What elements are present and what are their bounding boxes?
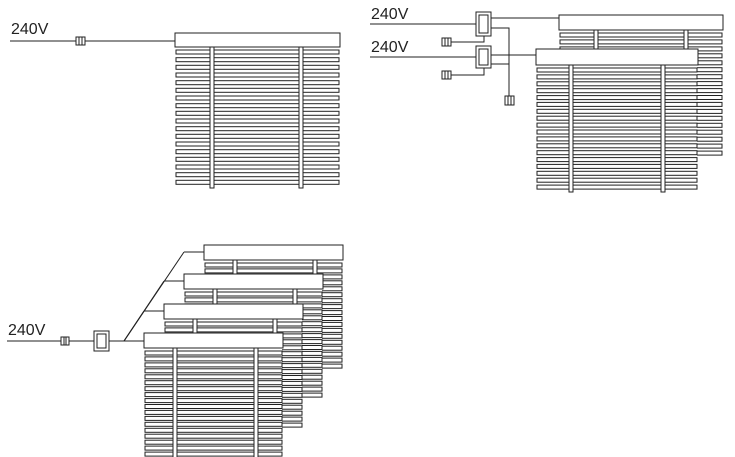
blind-slat	[536, 95, 698, 101]
switch-icon	[504, 95, 515, 106]
blind-slat	[536, 129, 698, 135]
blind-slat	[559, 32, 723, 38]
blind-slat	[175, 126, 340, 132]
blind-slat	[144, 350, 283, 356]
head-rail	[163, 303, 304, 320]
head-rail	[183, 273, 324, 290]
blind-slat	[164, 327, 303, 333]
blind-slat	[536, 108, 698, 114]
blind-slat	[144, 392, 283, 398]
blind-slat	[175, 118, 340, 124]
blind-slat	[144, 427, 283, 433]
voltage-label-bottom: 240V	[371, 39, 409, 56]
blind-slat	[536, 163, 698, 169]
blind-slat	[536, 81, 698, 87]
blind-slat	[144, 398, 283, 404]
switch-icon	[60, 336, 70, 346]
blind-slat	[144, 433, 283, 439]
blind-slat	[144, 380, 283, 386]
ladder-tape	[568, 64, 574, 193]
venetian-blind-1	[143, 332, 284, 457]
blind-slat	[175, 49, 340, 55]
blind-slat	[536, 170, 698, 176]
blind-slat	[175, 172, 340, 178]
blind-slat	[144, 415, 283, 421]
blind-slat	[536, 67, 698, 73]
ladder-tape	[298, 46, 304, 189]
blind-slat	[175, 80, 340, 86]
quad-blind-diagram: 240V	[7, 244, 344, 457]
head-rail	[203, 244, 344, 261]
ladder-tape	[253, 347, 259, 457]
head-rail	[143, 332, 284, 349]
single-blind-diagram: 240V	[10, 21, 341, 189]
switch-icon	[75, 36, 86, 46]
blind-slat	[144, 439, 283, 445]
blind-slat	[536, 184, 698, 190]
blind-slat	[536, 88, 698, 94]
blind-slat	[175, 133, 340, 139]
voltage-label: 240V	[8, 322, 46, 339]
blind-slat	[144, 404, 283, 409]
controller-icon	[93, 330, 110, 352]
blind-slat	[175, 179, 340, 185]
ladder-tape	[209, 46, 215, 189]
blind-slat	[536, 136, 698, 142]
blind-slat	[144, 421, 283, 427]
blind-slat	[175, 110, 340, 116]
blind-slat	[175, 57, 340, 63]
head-rail	[174, 32, 341, 48]
blind-slat	[144, 374, 283, 380]
dual-blind-diagram: 240V 240V	[370, 6, 724, 193]
voltage-label-top: 240V	[371, 6, 409, 23]
blind-slat	[184, 291, 323, 297]
switch-icon	[441, 70, 452, 80]
controller-icon-top	[475, 11, 492, 37]
blind-slat	[144, 445, 283, 451]
blind-slat	[175, 141, 340, 147]
blind-slat	[144, 451, 283, 457]
blind-slat	[144, 362, 283, 368]
blind-slat	[204, 268, 343, 274]
blind-slat	[536, 101, 698, 107]
head-rail	[535, 48, 699, 66]
voltage-label: 240V	[11, 21, 49, 38]
blind-slat	[536, 122, 698, 128]
blind-slat	[175, 164, 340, 170]
venetian-blind	[174, 32, 341, 189]
blind-slat	[144, 356, 283, 362]
blind-slat	[175, 72, 340, 78]
blind-slat	[536, 150, 698, 156]
blind-slat	[204, 262, 343, 268]
blind-slat	[175, 149, 340, 155]
blind-slat	[175, 103, 340, 109]
blind-slat	[536, 177, 698, 183]
blind-slat	[175, 156, 340, 162]
blind-slat	[144, 386, 283, 392]
blind-slat	[175, 64, 340, 70]
switch-icon	[441, 37, 452, 47]
blind-slat	[536, 157, 698, 163]
blind-slat	[536, 143, 698, 149]
blind-slat	[536, 74, 698, 80]
head-rail	[558, 14, 724, 31]
blind-slat	[175, 87, 340, 93]
blind-slat	[144, 368, 283, 374]
blind-slat	[164, 321, 303, 327]
blind-slat	[184, 297, 323, 303]
blind-slat	[559, 39, 723, 45]
venetian-blind-front	[535, 48, 699, 193]
ladder-tape	[660, 64, 666, 193]
controller-icon-bottom	[475, 45, 492, 69]
blind-slat	[144, 409, 283, 415]
ladder-tape	[172, 347, 178, 457]
blind-slat	[536, 115, 698, 121]
blind-slat	[175, 95, 340, 101]
